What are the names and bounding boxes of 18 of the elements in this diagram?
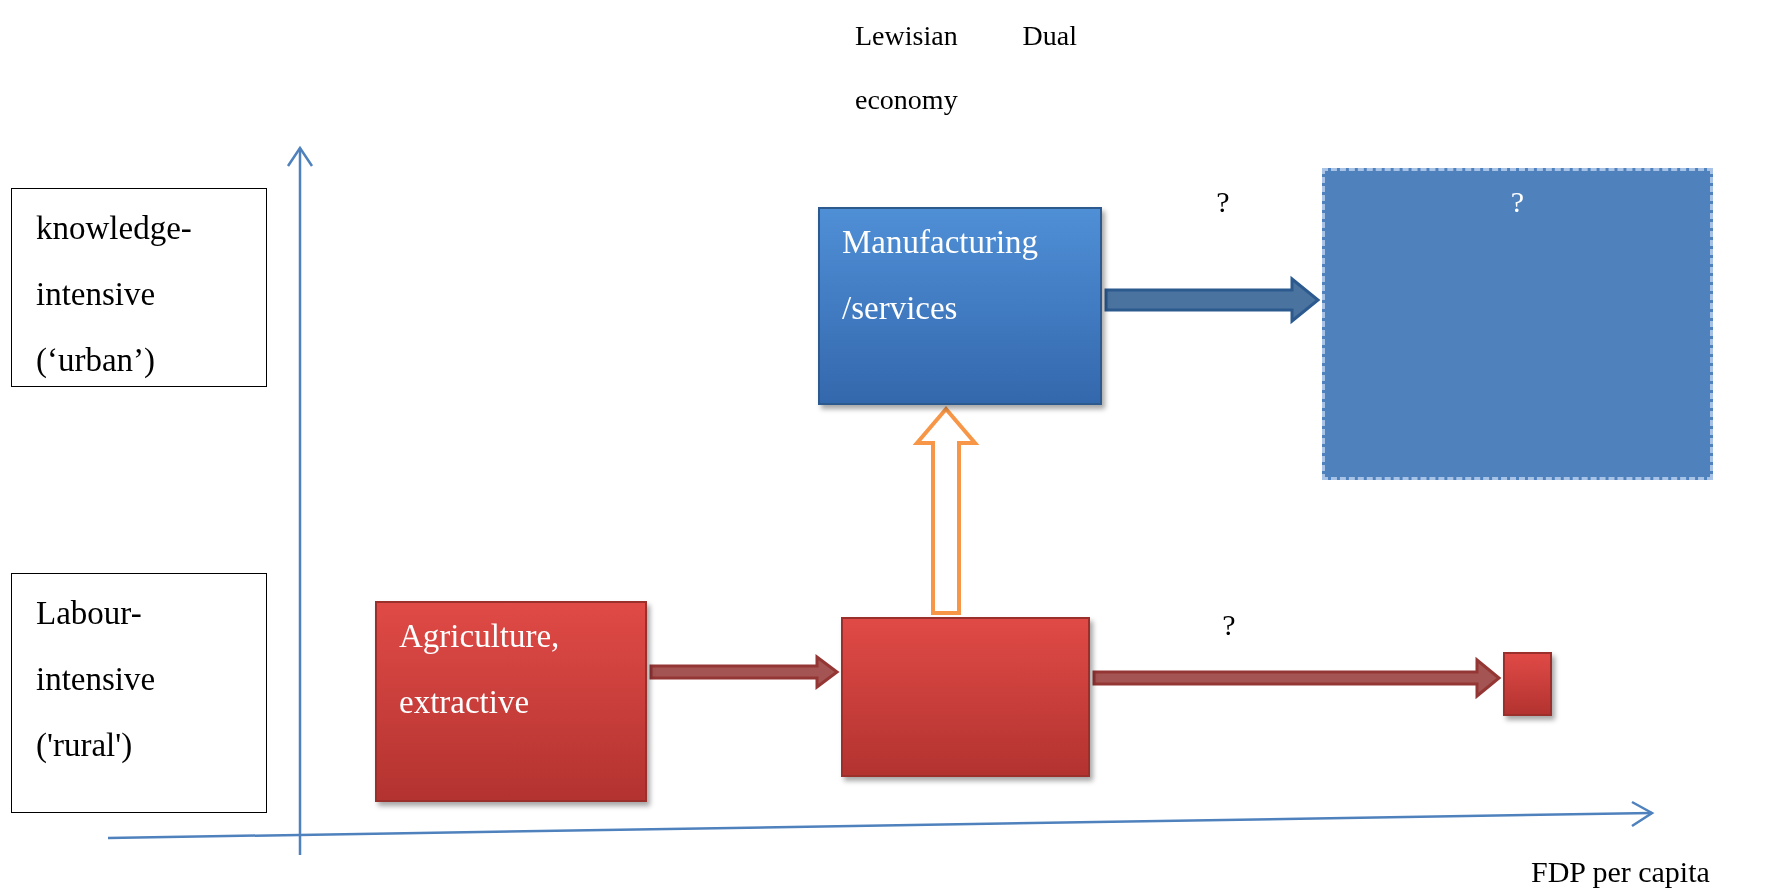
block-arrow bbox=[649, 654, 840, 690]
node-text: Manufacturing /services bbox=[842, 223, 1040, 328]
axis-category-box bbox=[11, 188, 267, 387]
sector-box bbox=[1503, 652, 1552, 716]
sector-box bbox=[841, 617, 1090, 777]
axis-category-box bbox=[11, 573, 267, 813]
node-text: Agriculture, extractive bbox=[399, 617, 561, 722]
block-arrow bbox=[912, 405, 980, 615]
block-arrow bbox=[1104, 275, 1321, 325]
diagram-title: Lewisian Dual economy bbox=[855, 19, 1077, 117]
sector-box bbox=[818, 207, 1102, 405]
unknown-sector-box bbox=[1322, 168, 1713, 480]
block-arrow bbox=[1092, 656, 1502, 700]
node-text: knowledge-intensive (‘urban’) bbox=[36, 209, 193, 380]
axis-title: FDP per capita bbox=[1531, 855, 1710, 889]
node-text: Labour-intensive ('rural') bbox=[36, 594, 157, 765]
node-text: ? bbox=[1509, 185, 1526, 219]
sector-box bbox=[375, 601, 647, 802]
